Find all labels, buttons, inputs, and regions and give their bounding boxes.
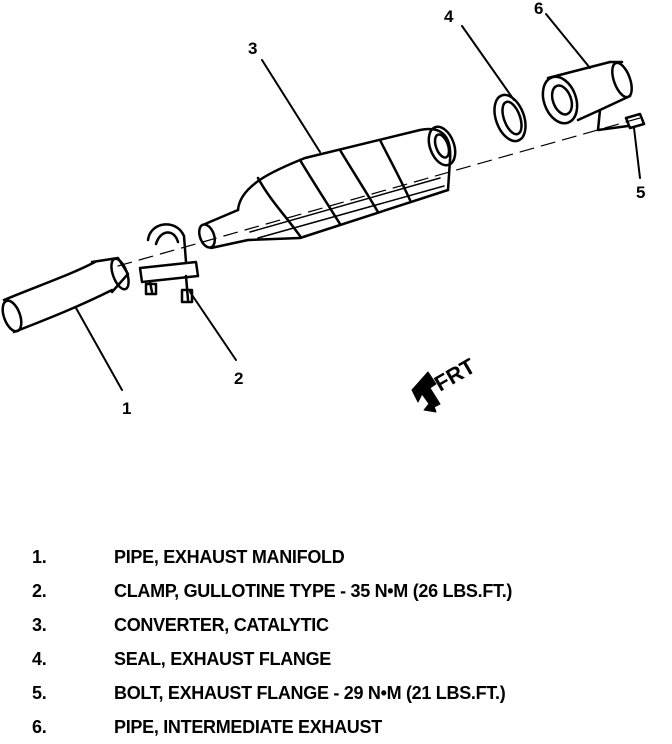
legend-number: 6. (32, 716, 47, 737)
legend-item: 4. SEAL, EXHAUST FLANGE (30, 642, 660, 676)
legend-item: 1. PIPE, EXHAUST MANIFOLD (30, 540, 660, 574)
exhaust-flange-bolt (624, 112, 646, 130)
legend-description: CLAMP, GULLOTINE TYPE - 35 N•M (26 LBS.F… (114, 580, 513, 601)
callout-3: 3 (248, 39, 257, 58)
legend-description: CONVERTER, CATALYTIC (114, 614, 329, 635)
callout-6: 6 (534, 0, 543, 18)
front-direction-label: FRT (430, 353, 480, 396)
assembly-centerline (117, 117, 641, 267)
callout-5: 5 (636, 183, 645, 202)
catalytic-converter (197, 125, 457, 250)
callout-2: 2 (234, 369, 243, 388)
legend-description: PIPE, INTERMEDIATE EXHAUST (114, 716, 382, 737)
legend-description: SEAL, EXHAUST FLANGE (114, 648, 332, 669)
legend-number: 1. (32, 546, 47, 567)
exhaust-flange-seal (493, 93, 527, 143)
legend-number: 2. (32, 580, 47, 601)
legend-number: 5. (32, 682, 47, 703)
legend-item: 2. CLAMP, GULLOTINE TYPE - 35 N•M (26 LB… (30, 574, 660, 608)
legend-item: 3. CONVERTER, CATALYTIC (30, 608, 660, 642)
legend-description: BOLT, EXHAUST FLANGE - 29 N•M (21 LBS.FT… (114, 682, 506, 703)
legend-item: 5. BOLT, EXHAUST FLANGE - 29 N•M (21 LBS… (30, 676, 660, 710)
legend-description: PIPE, EXHAUST MANIFOLD (114, 546, 345, 567)
callout-leaders (75, 13, 641, 391)
callout-4: 4 (444, 7, 454, 26)
parts-legend: 1. PIPE, EXHAUST MANIFOLD 2. CLAMP, GULL… (30, 540, 660, 744)
legend-number: 3. (32, 614, 47, 635)
exhaust-manifold-pipe (1, 256, 130, 334)
legend-number: 4. (32, 648, 47, 669)
legend-item: 6. PIPE, INTERMEDIATE EXHAUST (30, 710, 660, 744)
exhaust-diagram: 1 2 3 4 5 6 FRT (1, 0, 646, 418)
callout-1: 1 (122, 399, 131, 418)
front-direction-arrow-icon (411, 371, 441, 413)
guillotine-clamp (138, 223, 200, 304)
intermediate-exhaust-pipe (541, 60, 633, 132)
